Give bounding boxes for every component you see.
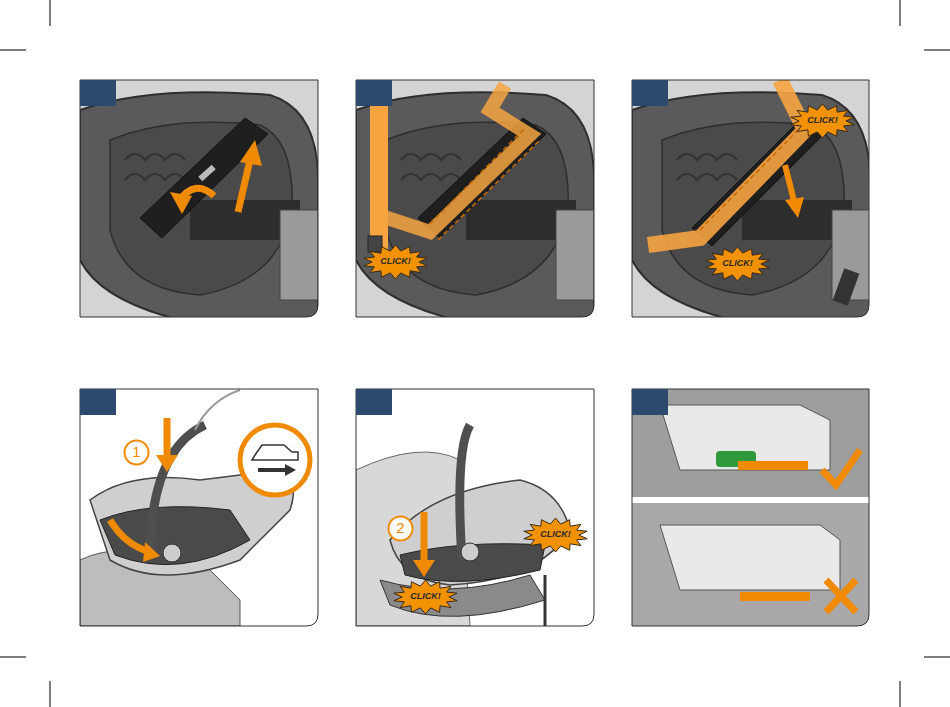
click-starburst: CLICK!	[523, 518, 588, 552]
click-text: CLICK!	[722, 259, 753, 269]
step-tab	[80, 80, 116, 106]
step-tab	[356, 80, 392, 106]
step-tab	[632, 80, 668, 106]
step-tab	[80, 389, 116, 415]
panel-2	[356, 80, 596, 320]
click-starburst: CLICK!	[393, 580, 458, 614]
click-text: CLICK!	[807, 116, 838, 126]
click-text: CLICK!	[540, 530, 571, 540]
step-tab	[632, 389, 668, 415]
panel-4	[80, 389, 320, 629]
callout-number: 2	[396, 520, 404, 537]
click-starburst: CLICK!	[705, 247, 770, 281]
panel-3	[632, 80, 872, 320]
callout-circle: 1	[123, 439, 150, 466]
click-starburst: CLICK!	[790, 104, 855, 138]
click-starburst: CLICK!	[363, 245, 428, 279]
callout-circle: 2	[387, 515, 414, 542]
step-tab	[356, 389, 392, 415]
panel-6	[632, 389, 872, 629]
click-text: CLICK!	[380, 257, 411, 267]
panel-1	[80, 80, 320, 320]
callout-number: 1	[132, 444, 140, 461]
panel-5	[356, 389, 596, 629]
click-text: CLICK!	[410, 592, 441, 602]
